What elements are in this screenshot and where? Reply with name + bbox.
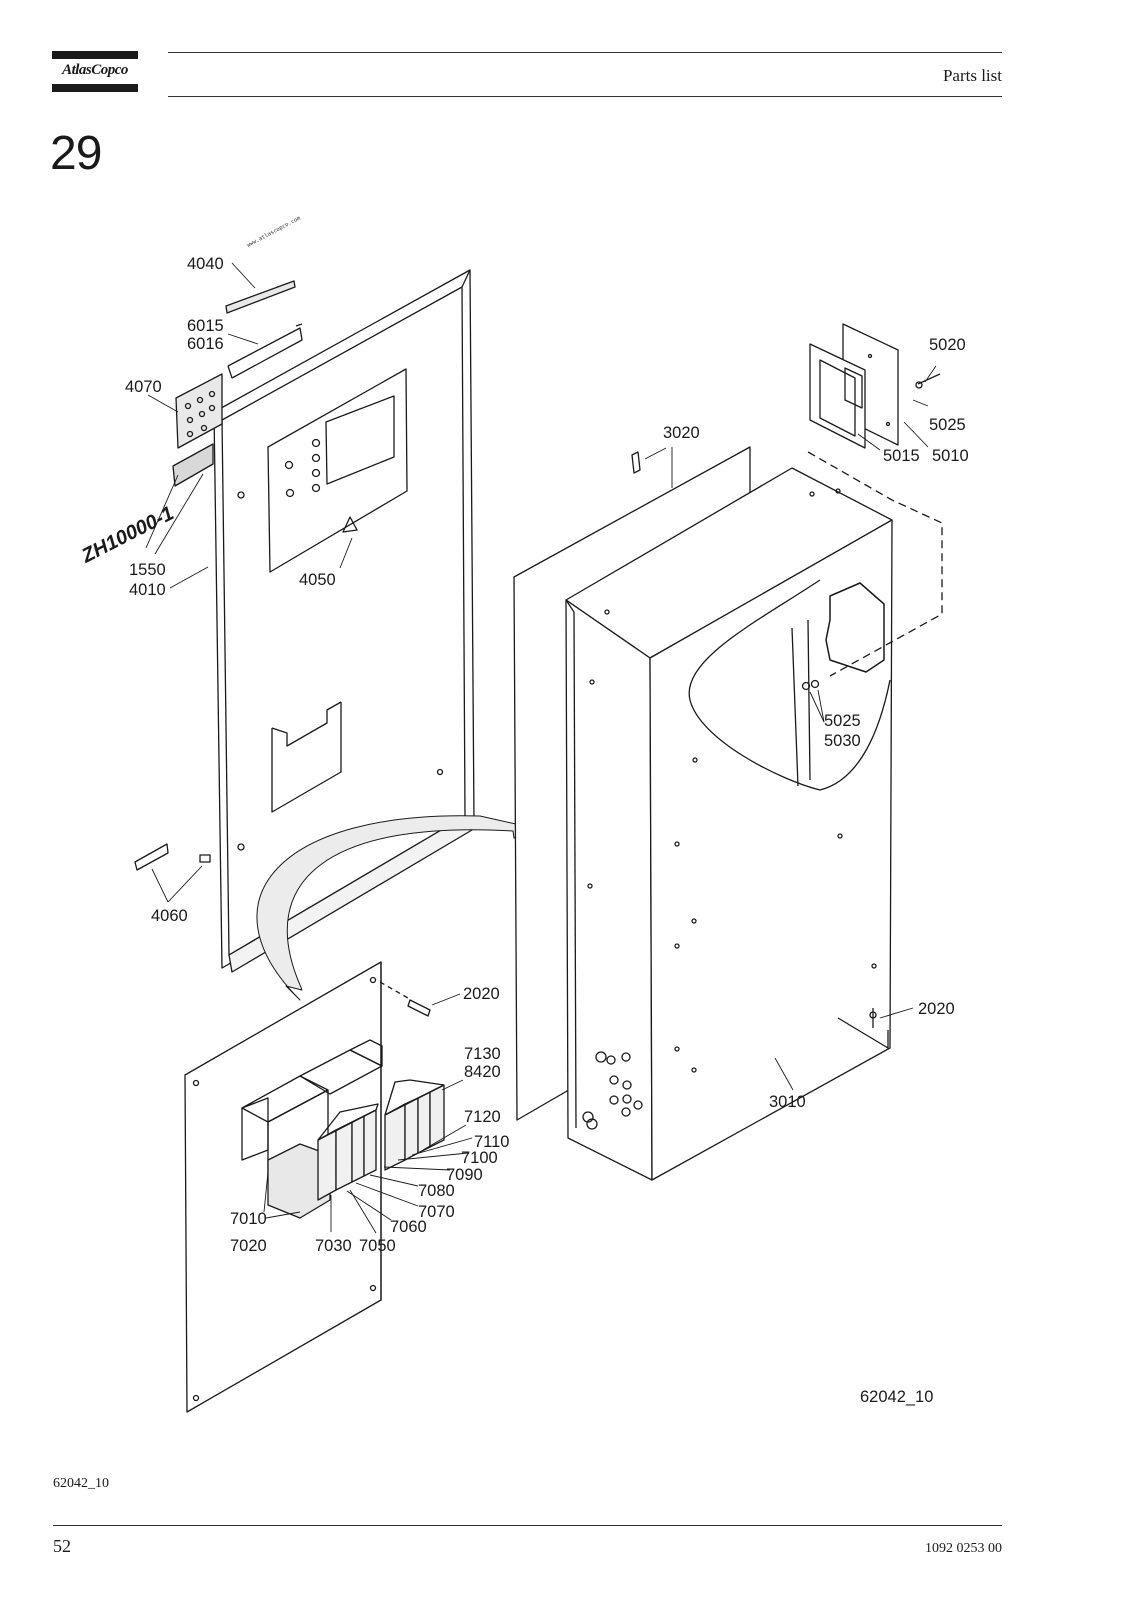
figure-id: 62042_10: [53, 1476, 109, 1491]
callout-7090: 7090: [446, 1166, 483, 1184]
callout-7050: 7050: [359, 1237, 396, 1255]
mounting-plate-assembly: [184, 961, 445, 1413]
callout-7100: 7100: [461, 1149, 498, 1167]
cabinet-body: [565, 467, 893, 1181]
callout-7010: 7010: [230, 1210, 267, 1228]
callout-7080: 7080: [418, 1182, 455, 1200]
callout-5010: 5010: [932, 447, 969, 465]
callout-7030: 7030: [315, 1237, 352, 1255]
callout-6015: 6015: [187, 317, 224, 335]
callout-5015: 5015: [883, 447, 920, 465]
callout-7110: 7110: [474, 1133, 509, 1151]
callout-4010: 4010: [129, 581, 166, 599]
callout-7020: 7020: [230, 1237, 267, 1255]
callout-3020: 3020: [663, 424, 700, 442]
door-accessories: [134, 280, 303, 871]
callout-1550: 1550: [129, 561, 166, 579]
callout-3010: 3010: [769, 1093, 806, 1111]
callout-6016: 6016: [187, 335, 224, 353]
atlas-copco-logo: AtlasCopco: [52, 51, 138, 93]
callout-7060: 7060: [390, 1218, 427, 1236]
url-strip-text: www.atlascopco.com: [246, 215, 302, 249]
front-door-panel: [213, 269, 475, 973]
footer-rule: [53, 1525, 1002, 1526]
drawing-number: 62042_10: [860, 1388, 933, 1406]
page-number: 52: [53, 1536, 71, 1556]
callout-4070: 4070: [125, 378, 162, 396]
callout-5020: 5020: [929, 336, 966, 354]
callout-7130: 7130: [464, 1045, 501, 1063]
callout-5025-mid: 5025: [824, 712, 861, 730]
warning-triangle-icon: [342, 516, 358, 533]
callout-7120: 7120: [464, 1108, 501, 1126]
callout-5025-top: 5025: [929, 416, 966, 434]
logo-wordmark: AtlasCopco: [62, 62, 128, 78]
model-label: ZH10000-1: [77, 502, 177, 567]
callout-4040: 4040: [187, 255, 224, 273]
cover-plate-assembly: [809, 323, 941, 449]
logo-bottom-bar: [52, 84, 138, 92]
callout-7070: 7070: [418, 1203, 455, 1221]
header-rule-bottom: [168, 96, 1002, 97]
callout-8420: 8420: [464, 1063, 501, 1081]
callout-4050: 4050: [299, 571, 336, 589]
header-rule-top: [168, 52, 1002, 53]
callout-5030: 5030: [824, 732, 861, 750]
callout-4060: 4060: [151, 907, 188, 925]
section-title: Parts list: [942, 66, 1002, 85]
logo-top-bar: [52, 51, 138, 59]
callout-2020-right: 2020: [918, 1000, 955, 1018]
chapter-number: 29: [50, 127, 102, 180]
document-number: 1092 0253 00: [925, 1541, 1002, 1556]
callout-2020-left: 2020: [463, 985, 500, 1003]
